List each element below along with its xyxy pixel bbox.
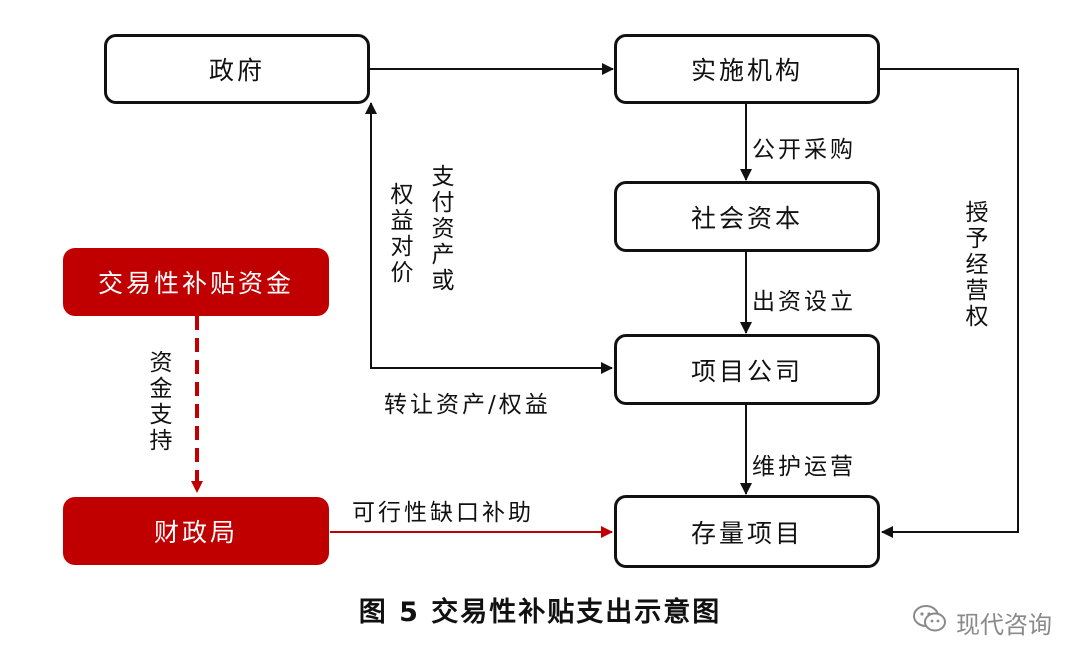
label-capital-establish: 出资设立 [752, 289, 856, 315]
label-viability-gap-subsidy: 可行性缺口补助 [352, 500, 534, 526]
label-grant-operation-rights: 授予经营权 [961, 200, 987, 330]
label-fund-support: 资金支持 [145, 350, 171, 454]
label-transfer-assets-rights: 转让资产/权益 [384, 392, 551, 418]
node-social-capital: 社会资本 [614, 181, 880, 252]
figure-caption: 图 5 交易性补贴支出示意图 [358, 597, 722, 628]
node-government: 政府 [104, 34, 370, 104]
watermark: 现代咨询 [912, 604, 1052, 640]
label-public-procurement: 公开采购 [752, 137, 856, 163]
node-transactional-subsidy-fund: 交易性补贴资金 [63, 248, 329, 316]
label-maintain-operate: 维护运营 [752, 454, 856, 480]
node-implementing-agency: 实施机构 [614, 34, 880, 104]
label-consideration-rights: 权益对价 [386, 182, 412, 286]
node-project-company: 项目公司 [614, 334, 880, 405]
watermark-text: 现代咨询 [956, 610, 1052, 639]
label-pay-assets-or: 支付资产或 [427, 164, 453, 294]
node-existing-project: 存量项目 [614, 495, 880, 568]
wechat-icon [912, 604, 948, 640]
edge-agency-to-project [880, 68, 1019, 538]
node-finance-bureau: 财政局 [63, 497, 329, 565]
